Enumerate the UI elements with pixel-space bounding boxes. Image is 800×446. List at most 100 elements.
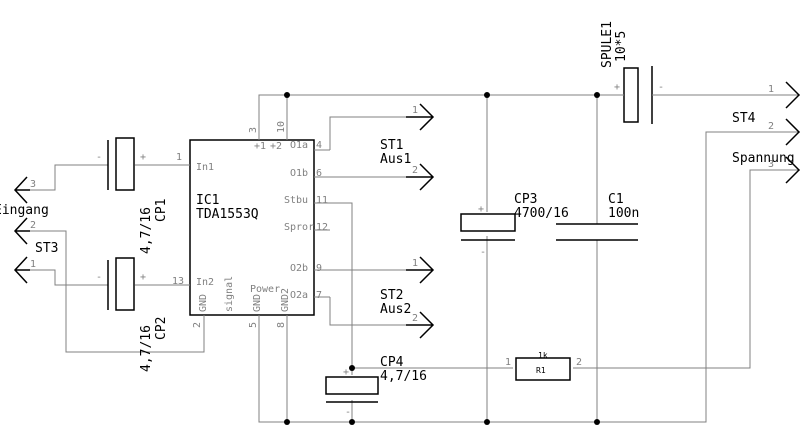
resistor-r1: 1k R1 1 2 — [505, 351, 582, 381]
spule1-value: 10*5 — [614, 31, 629, 62]
st1-pin2-number: 2 — [412, 165, 418, 176]
st2-pin2-number: 2 — [412, 313, 418, 324]
junction-dot — [594, 92, 600, 98]
junction-dot — [484, 419, 490, 425]
cp1-ref: CP1 — [154, 199, 169, 222]
cp3-plus: + — [478, 204, 484, 215]
ic1-pin-number-o2b: 9 — [316, 263, 322, 274]
ic1-body — [189, 139, 315, 316]
ic1-pin-o2b-label: O2b — [290, 263, 308, 274]
wires — [30, 94, 800, 423]
r1-pin2-number: 2 — [576, 357, 582, 368]
cp4-plate — [325, 376, 379, 395]
st2-pin1-arrow — [406, 256, 435, 284]
cp3-minus: - — [480, 247, 486, 258]
connector-st4: 1 2 3 ST4 Spannung — [732, 81, 800, 184]
cp1-minus: - — [96, 152, 102, 163]
ic1-pin-number-stbu: 11 — [316, 195, 328, 206]
spule1-plus: + — [614, 82, 620, 93]
ic1-ref: IC1 — [196, 193, 219, 208]
capacitor-cp2: - + 4,7/16 CP2 — [96, 257, 169, 372]
junction-dot — [284, 419, 290, 425]
st2-name: Aus2 — [380, 302, 411, 317]
junction-dot — [349, 419, 355, 425]
st4-pin2-arrow — [785, 118, 800, 146]
cp2-plate — [115, 257, 135, 311]
st4-ref: ST4 — [732, 111, 756, 126]
st1-pin1-number: 1 — [412, 105, 418, 116]
st1-ref: ST1 — [380, 138, 403, 153]
junctions — [284, 92, 600, 425]
cp4-minus: - — [345, 407, 351, 418]
r1-pin1-number: 1 — [505, 357, 511, 368]
st4-pin3-number: 3 — [768, 159, 774, 170]
ic1-component: IC1 TDA1553Q In1 In2 O1a O1b Stbu Spror … — [163, 120, 330, 338]
st3-pin3-arrow — [13, 176, 30, 204]
r1-ref: R1 — [536, 366, 546, 375]
ic1-pin-gnd2-label: GND2 — [280, 288, 291, 312]
st4-pin1-number: 1 — [768, 84, 774, 95]
st2-pin2-arrow — [406, 311, 435, 339]
cp3-value: 4700/16 — [514, 206, 569, 221]
st1-name: Aus1 — [380, 152, 411, 167]
ic1-pin-number-in1: 1 — [176, 152, 182, 163]
connector-st3: 3 2 1 Eingang ST3 — [0, 176, 58, 284]
connector-st1: 1 2 ST1 Aus1 — [380, 103, 435, 191]
ic1-pin-o1b-label: O1b — [290, 168, 308, 179]
spule1-ref: SPULE1 — [600, 21, 615, 68]
capacitor-cp3: + - CP3 4700/16 — [460, 192, 569, 258]
ic1-pin-gnd-power-label: GND — [252, 294, 263, 312]
ic1-pin-signal-label: signal — [224, 276, 235, 312]
spule1-minus: - — [658, 82, 664, 93]
ic1-pin-stbu-label: Stbu — [284, 195, 308, 206]
st1-pin1-arrow — [406, 103, 435, 131]
ic1-pin-number-o1b: 6 — [316, 168, 322, 179]
c1-value: 100n — [608, 206, 639, 221]
junction-dot — [484, 92, 490, 98]
ic1-pin-in2-label: In2 — [196, 277, 214, 288]
ic1-pin-in1-label: In1 — [196, 162, 214, 173]
cp2-value: 4,7/16 — [139, 325, 154, 372]
ic1-pin-number-in2: 13 — [172, 276, 184, 287]
st2-pin1-number: 1 — [412, 258, 418, 269]
ic1-pin-vp1-label: +1 — [254, 141, 266, 152]
ic1-pin-number-o1a: 4 — [316, 140, 322, 151]
ic1-pin-number-spro: 12 — [316, 222, 328, 233]
st3-pin1-arrow — [13, 256, 30, 284]
coil-spule1: + - SPULE1 10*5 — [600, 21, 664, 124]
st3-ref: ST3 — [35, 241, 58, 256]
cp1-plus: + — [140, 152, 146, 163]
ic1-pin-number-gnd1: 2 — [192, 322, 203, 328]
ic1-part: TDA1553Q — [196, 207, 259, 222]
junction-dot — [594, 419, 600, 425]
ic1-pin-number-vp2: 10 — [276, 121, 287, 133]
cp2-ref: CP2 — [154, 317, 169, 340]
ic1-pin-number-vp1: 3 — [248, 127, 259, 133]
cp1-value: 4,7/16 — [139, 207, 154, 254]
junction-dot — [284, 92, 290, 98]
ic1-pin-o1a-label: O1a — [290, 140, 308, 151]
st4-pin1-arrow — [785, 81, 800, 109]
r1-value: 1k — [538, 351, 548, 360]
ic1-pin-number-gnd2: 8 — [276, 322, 287, 328]
ic1-pin-number-gnd-power: 5 — [248, 322, 259, 328]
st3-pin3-number: 3 — [30, 179, 36, 190]
st3-pin1-number: 1 — [30, 259, 36, 270]
st4-pin2-number: 2 — [768, 121, 774, 132]
cp4-value: 4,7/16 — [380, 369, 427, 384]
junction-dot — [349, 365, 355, 371]
r1-body — [515, 357, 571, 381]
cp4-plus: + — [343, 367, 349, 378]
st4-pin3-arrow — [785, 156, 800, 184]
ic1-pin-power-label: Power — [250, 284, 280, 295]
st1-pin2-arrow — [406, 163, 435, 191]
cp2-minus: - — [96, 272, 102, 283]
ic1-pin-vp2-label: +2 — [270, 141, 282, 152]
st3-pin2-arrow — [13, 217, 30, 245]
capacitor-cp4: + - CP4 4,7/16 — [325, 355, 427, 418]
st4-name: Spannung — [732, 151, 795, 166]
capacitor-c1: C1 100n — [556, 192, 639, 241]
c1-ref: C1 — [608, 192, 624, 207]
cp2-plus: + — [140, 272, 146, 283]
